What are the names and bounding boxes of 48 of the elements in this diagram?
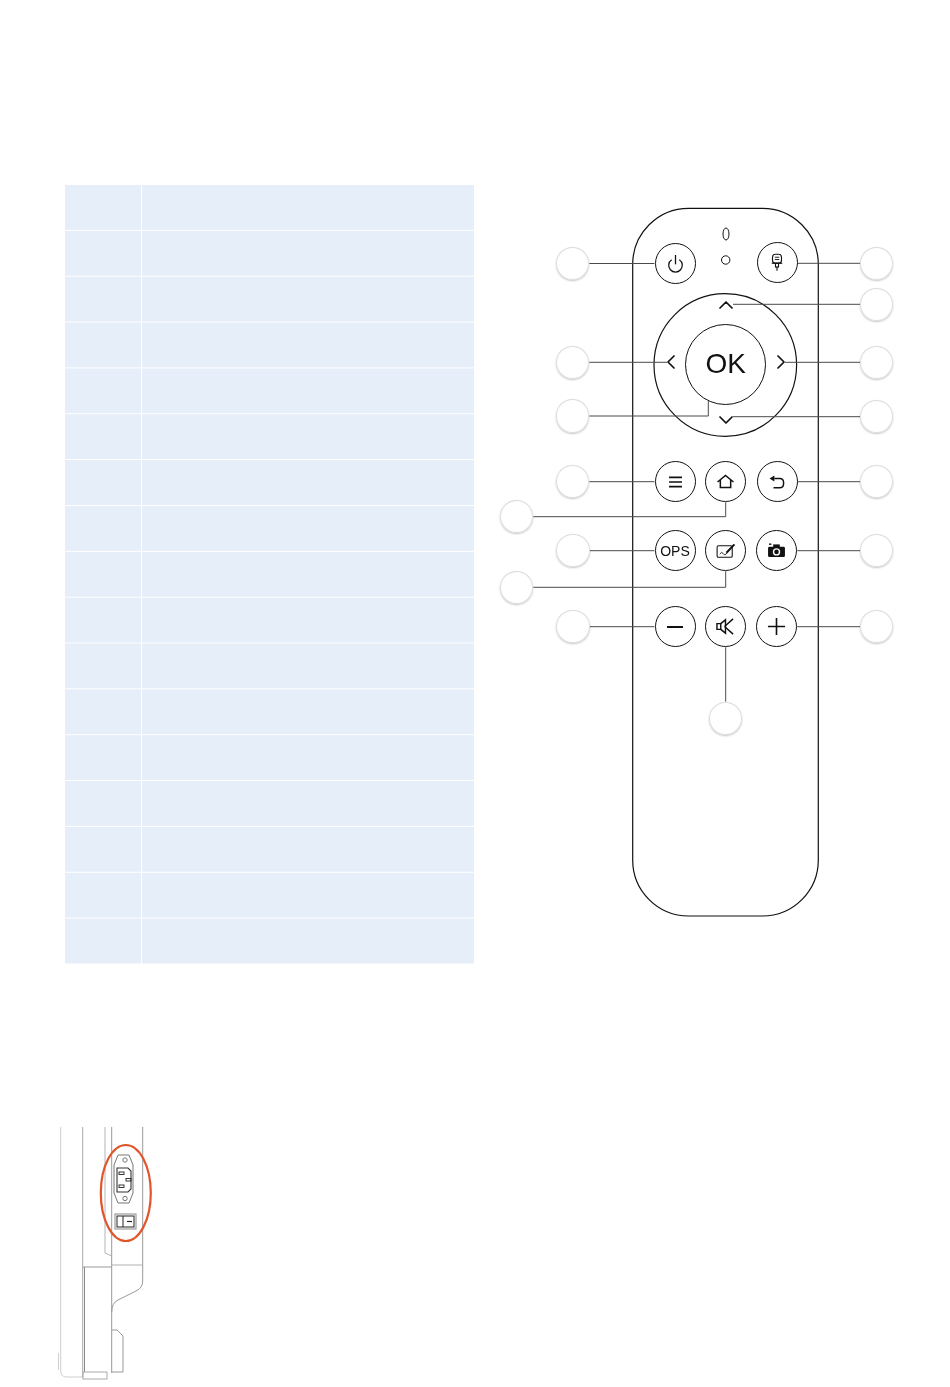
leader-line: [588, 361, 668, 363]
menu-button: [654, 461, 696, 503]
callout-circle: [709, 701, 743, 735]
mute-button: [705, 606, 747, 648]
leader-line: [589, 626, 655, 628]
leader-line: [796, 626, 861, 628]
chevron-up-icon: [719, 301, 733, 309]
home-button: [705, 461, 747, 503]
leader-line: [784, 361, 861, 363]
leader-line: [588, 263, 655, 264]
leader-line: [532, 501, 727, 518]
pen-screen-button: [705, 530, 747, 572]
camera-button: [756, 530, 798, 572]
leader-line: [796, 550, 861, 552]
callout-circle: [860, 287, 894, 321]
plug-button: [756, 242, 798, 284]
callout-circle: [860, 610, 894, 644]
leader-line: [532, 570, 727, 588]
power-button: [654, 243, 696, 284]
leader-line: [725, 646, 727, 703]
callout-circle: [500, 570, 534, 604]
callout-circle: [860, 400, 894, 434]
leader-line: [797, 262, 861, 264]
callout-circle: [556, 610, 590, 644]
minus-button: [654, 606, 696, 648]
back-button: [756, 461, 798, 503]
leader-line: [732, 416, 861, 418]
ok-button: OK: [684, 323, 767, 406]
chevron-down-icon: [719, 416, 733, 424]
chevron-left-icon: [667, 355, 675, 370]
leader-line: [588, 400, 709, 417]
callout-circle: [860, 534, 894, 568]
leader-line: [588, 481, 655, 483]
leader-line: [797, 481, 861, 483]
leader-line: [589, 550, 655, 552]
callout-circle: [860, 246, 894, 280]
callout-circle: [556, 345, 590, 379]
plus-button: [756, 606, 798, 648]
callout-circle: [860, 345, 894, 379]
chevron-right-icon: [777, 355, 785, 370]
callout-circle: [500, 500, 534, 534]
callout-circle: [556, 399, 590, 433]
callout-circle: [556, 246, 590, 281]
callout-circle: [860, 465, 894, 499]
callout-circle: [556, 534, 590, 568]
callout-circle: [556, 465, 590, 499]
leader-line: [732, 303, 861, 305]
ops-button: OPS: [654, 530, 696, 572]
